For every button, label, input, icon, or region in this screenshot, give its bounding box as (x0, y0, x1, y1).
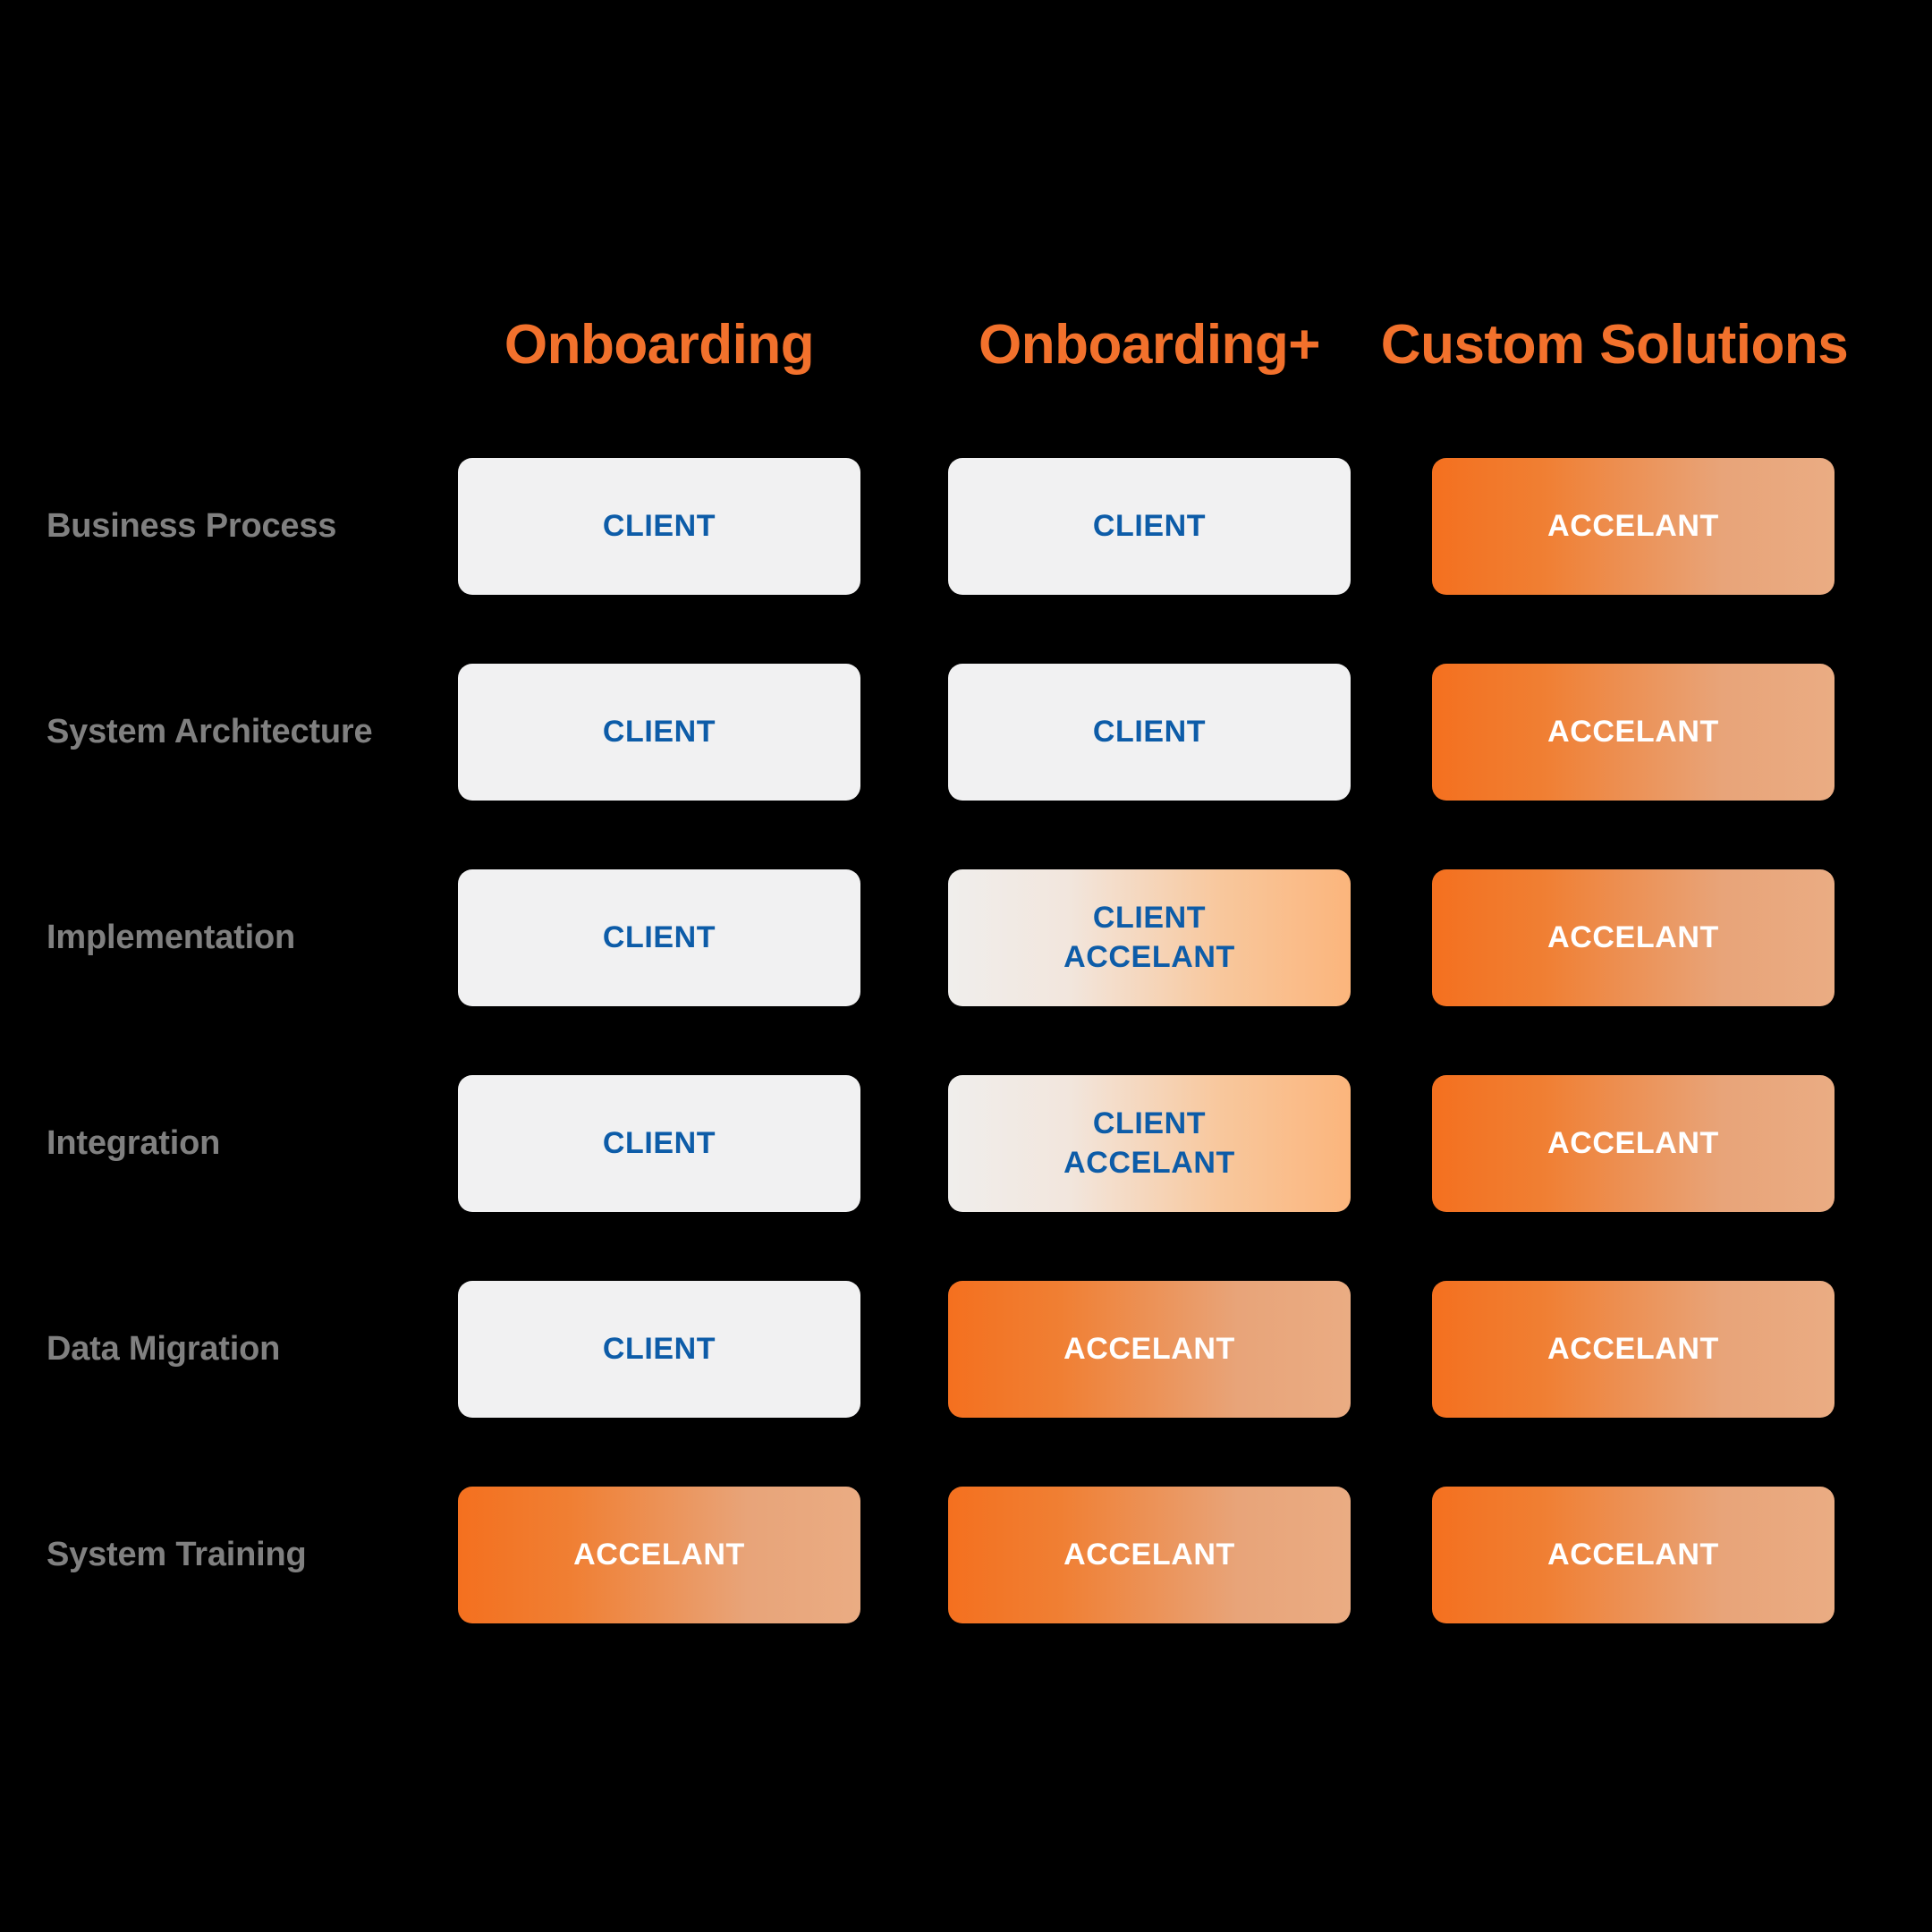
matrix-row: System Training ACCELANT ACCELANT ACCELANT (0, 1487, 1932, 1623)
cell-business-process-onboarding[interactable]: CLIENT (458, 458, 860, 595)
cell-data-migration-custom-solutions[interactable]: ACCELANT (1432, 1281, 1835, 1418)
cell-integration-custom-solutions[interactable]: ACCELANT (1432, 1075, 1835, 1212)
cell-label: ACCELANT (1547, 1331, 1719, 1366)
cell-label: ACCELANT (1547, 1537, 1719, 1572)
cell-system-architecture-custom-solutions[interactable]: ACCELANT (1432, 664, 1835, 801)
cell-business-process-custom-solutions[interactable]: ACCELANT (1432, 458, 1835, 595)
matrix-row: Data Migration CLIENT ACCELANT ACCELANT (0, 1281, 1932, 1418)
cell-label: CLIENT (1092, 1106, 1207, 1140)
row-label-data-migration: Data Migration (47, 1330, 281, 1368)
cell-implementation-onboarding[interactable]: CLIENT (458, 869, 860, 1006)
cell-label: CLIENT (602, 714, 716, 749)
cell-label: CLIENT (1092, 508, 1207, 543)
row-label-system-architecture: System Architecture (47, 713, 373, 750)
cell-label: CLIENT (1092, 900, 1207, 935)
cell-label: ACCELANT (1063, 1331, 1235, 1366)
cell-data-migration-onboarding-plus[interactable]: ACCELANT (948, 1281, 1351, 1418)
cell-label: ACCELANT (1547, 1125, 1719, 1160)
row-label-system-training: System Training (47, 1536, 307, 1573)
cell-system-architecture-onboarding[interactable]: CLIENT (458, 664, 860, 801)
cell-label: ACCELANT (1547, 919, 1719, 954)
matrix-row: System Architecture CLIENT CLIENT ACCELANT (0, 664, 1932, 801)
row-label-implementation: Implementation (47, 919, 296, 956)
matrix-row: Implementation CLIENT CLIENT ACCELANT ACCELA… (0, 869, 1932, 1006)
cell-label: CLIENT (602, 919, 716, 954)
cell-label: CLIENT (602, 1331, 716, 1366)
row-label-integration: Integration (47, 1124, 221, 1162)
column-header-custom-solutions: Custom Solutions (1380, 313, 1849, 376)
column-header-row: Onboarding Onboarding+ Custom Solutions (0, 286, 1932, 402)
cell-business-process-onboarding-plus[interactable]: CLIENT (948, 458, 1351, 595)
row-label-business-process: Business Process (47, 507, 337, 545)
cell-label: ACCELANT (1063, 939, 1235, 974)
cell-data-migration-onboarding[interactable]: CLIENT (458, 1281, 860, 1418)
cell-implementation-custom-solutions[interactable]: ACCELANT (1432, 869, 1835, 1006)
cell-label: ACCELANT (1063, 1537, 1235, 1572)
cell-integration-onboarding[interactable]: CLIENT (458, 1075, 860, 1212)
cell-implementation-onboarding-plus[interactable]: CLIENT ACCELANT (948, 869, 1351, 1006)
cell-label: CLIENT (602, 508, 716, 543)
cell-label: ACCELANT (1063, 1145, 1235, 1180)
cell-system-training-onboarding[interactable]: ACCELANT (458, 1487, 860, 1623)
cell-integration-onboarding-plus[interactable]: CLIENT ACCELANT (948, 1075, 1351, 1212)
matrix-row: Integration CLIENT CLIENT ACCELANT ACCELANT (0, 1075, 1932, 1212)
column-header-onboarding-plus: Onboarding+ (979, 313, 1321, 376)
column-header-onboarding: Onboarding (504, 313, 815, 376)
cell-system-training-onboarding-plus[interactable]: ACCELANT (948, 1487, 1351, 1623)
cell-label: CLIENT (1092, 714, 1207, 749)
cell-label: ACCELANT (1547, 508, 1719, 543)
cell-label: ACCELANT (573, 1537, 745, 1572)
cell-label: CLIENT (602, 1125, 716, 1160)
cell-system-architecture-onboarding-plus[interactable]: CLIENT (948, 664, 1351, 801)
matrix-row: Business Process CLIENT CLIENT ACCELANT (0, 458, 1932, 595)
cell-label: ACCELANT (1547, 714, 1719, 749)
cell-system-training-custom-solutions[interactable]: ACCELANT (1432, 1487, 1835, 1623)
